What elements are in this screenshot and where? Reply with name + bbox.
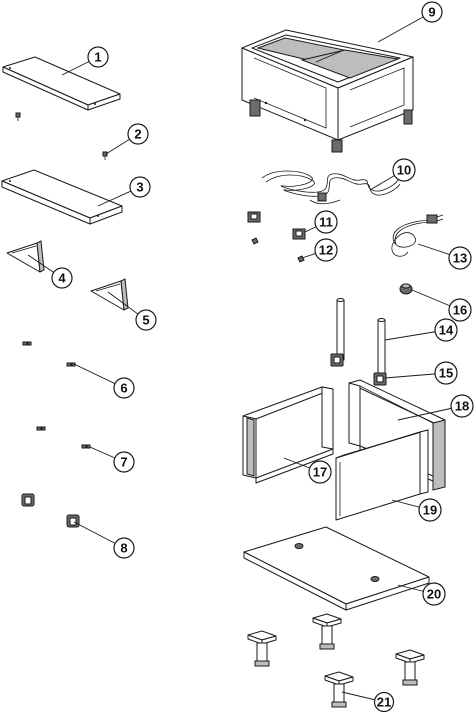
part-12-knob (251, 237, 305, 263)
callout-4: 4 (51, 267, 73, 289)
part-14-post-left (336, 298, 345, 361)
callout-6: 6 (113, 377, 135, 399)
svg-text:6: 6 (120, 381, 127, 396)
part-3-shelf-board (1, 169, 123, 225)
svg-text:7: 7 (120, 455, 127, 470)
callout-11: 11 (314, 210, 338, 234)
svg-text:10: 10 (397, 163, 411, 178)
part-16-connector (399, 283, 413, 295)
callout-3: 3 (129, 176, 151, 198)
callout-16: 16 (448, 298, 472, 322)
svg-text:8: 8 (120, 541, 127, 556)
part-13-power-cord (391, 214, 444, 257)
callout-1: 1 (87, 46, 109, 68)
callout-7: 7 (113, 451, 135, 473)
callout-14: 14 (434, 318, 458, 342)
svg-text:9: 9 (428, 5, 435, 20)
callout-13: 13 (448, 246, 472, 270)
part-21-foot-2 (312, 613, 342, 650)
part-14-post-right (377, 318, 386, 381)
part-4-corner-bracket (6, 240, 45, 273)
svg-text:11: 11 (319, 215, 333, 230)
part-7-fasteners (36, 426, 91, 449)
svg-text:20: 20 (427, 587, 441, 602)
svg-text:3: 3 (136, 180, 143, 195)
svg-text:17: 17 (313, 465, 327, 480)
part-20-base-plate (243, 526, 430, 611)
part-15-brackets (330, 353, 387, 386)
part-2-screw (102, 151, 108, 160)
svg-text:5: 5 (142, 313, 149, 328)
part-11-thermostat (247, 211, 306, 240)
part-21-foot-1 (247, 630, 277, 667)
callout-17: 17 (308, 460, 332, 484)
part-5-corner-bracket (90, 278, 129, 311)
svg-text:18: 18 (455, 399, 469, 414)
svg-text:21: 21 (377, 695, 391, 710)
part-1-top-board (2, 56, 121, 111)
svg-text:12: 12 (319, 243, 333, 258)
callout-10: 10 (392, 158, 416, 182)
callout-9: 9 (421, 1, 443, 23)
callout-18: 18 (450, 394, 474, 418)
svg-text:14: 14 (439, 323, 454, 338)
part-6-fasteners (22, 341, 76, 367)
part-17-side-panel (242, 386, 334, 484)
callout-19: 19 (418, 498, 442, 522)
svg-text:16: 16 (453, 303, 467, 318)
svg-text:19: 19 (423, 503, 437, 518)
svg-text:4: 4 (58, 271, 66, 286)
callout-15: 15 (434, 361, 458, 385)
callout-20: 20 (422, 582, 446, 606)
callout-12: 12 (314, 238, 338, 262)
part-2-screw-a (15, 112, 21, 121)
part-19-front-panel (335, 429, 429, 521)
svg-text:2: 2 (134, 127, 141, 142)
callout-5: 5 (135, 309, 157, 331)
svg-text:1: 1 (94, 50, 101, 65)
part-9-double-well-frame (241, 29, 414, 153)
svg-text:15: 15 (439, 366, 453, 381)
callout-8: 8 (113, 537, 135, 559)
part-10-heating-element (261, 170, 401, 205)
part-8-clips (21, 493, 80, 528)
part-21-foot-3 (395, 649, 425, 686)
callout-2: 2 (127, 123, 149, 145)
part-21-foot-4 (324, 671, 354, 708)
callout-21: 21 (373, 691, 395, 712)
svg-text:13: 13 (453, 251, 467, 266)
